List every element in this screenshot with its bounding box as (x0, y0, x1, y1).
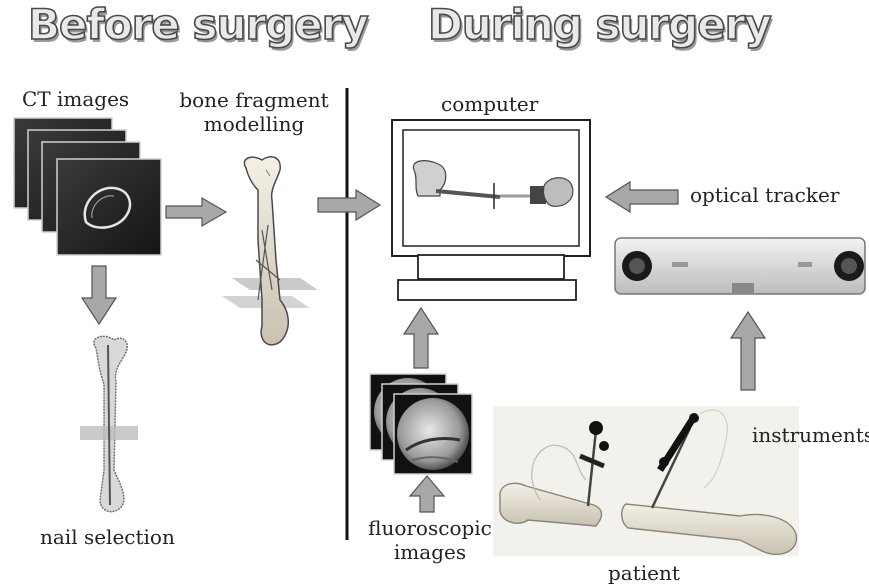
nail-selection-label: nail selection (40, 525, 175, 549)
arrow-fluoro-to-computer (404, 308, 438, 368)
patient-label: patient (608, 561, 680, 585)
arrow-model-to-computer (318, 190, 380, 220)
bone-fragment-label-line1: bone fragment (174, 88, 334, 112)
bone-fragment-model-icon (222, 157, 318, 345)
intramedullary-nail-icon (80, 336, 138, 511)
before-surgery-title: Before surgery (28, 0, 368, 49)
arrow-ct-to-model (166, 198, 226, 226)
arrow-patient-to-fluoro (410, 476, 444, 512)
arrow-instruments-to-tracker (731, 312, 765, 390)
ct-images-label: CT images (22, 87, 129, 111)
fluoroscopic-images-label: fluoroscopic images (357, 516, 503, 564)
ct-image-stack-icon (14, 118, 161, 255)
computer-label: computer (441, 92, 538, 116)
instruments-label: instruments (752, 423, 869, 447)
fluoroscopic-label-line1: fluoroscopic (357, 516, 503, 540)
arrow-tracker-to-computer (606, 182, 678, 212)
bone-fragment-label: bone fragment modelling (174, 88, 334, 136)
optical-tracker-label: optical tracker (690, 183, 839, 207)
bone-fragment-label-line2: modelling (174, 112, 334, 136)
during-surgery-title: During surgery (428, 0, 771, 49)
fluoroscopic-label-line2: images (357, 540, 503, 564)
arrow-ct-to-nail (82, 266, 116, 324)
computer-monitor-icon (392, 120, 590, 300)
optical-tracker-device-icon (615, 238, 865, 294)
fluoroscopic-image-stack-icon (370, 374, 472, 474)
